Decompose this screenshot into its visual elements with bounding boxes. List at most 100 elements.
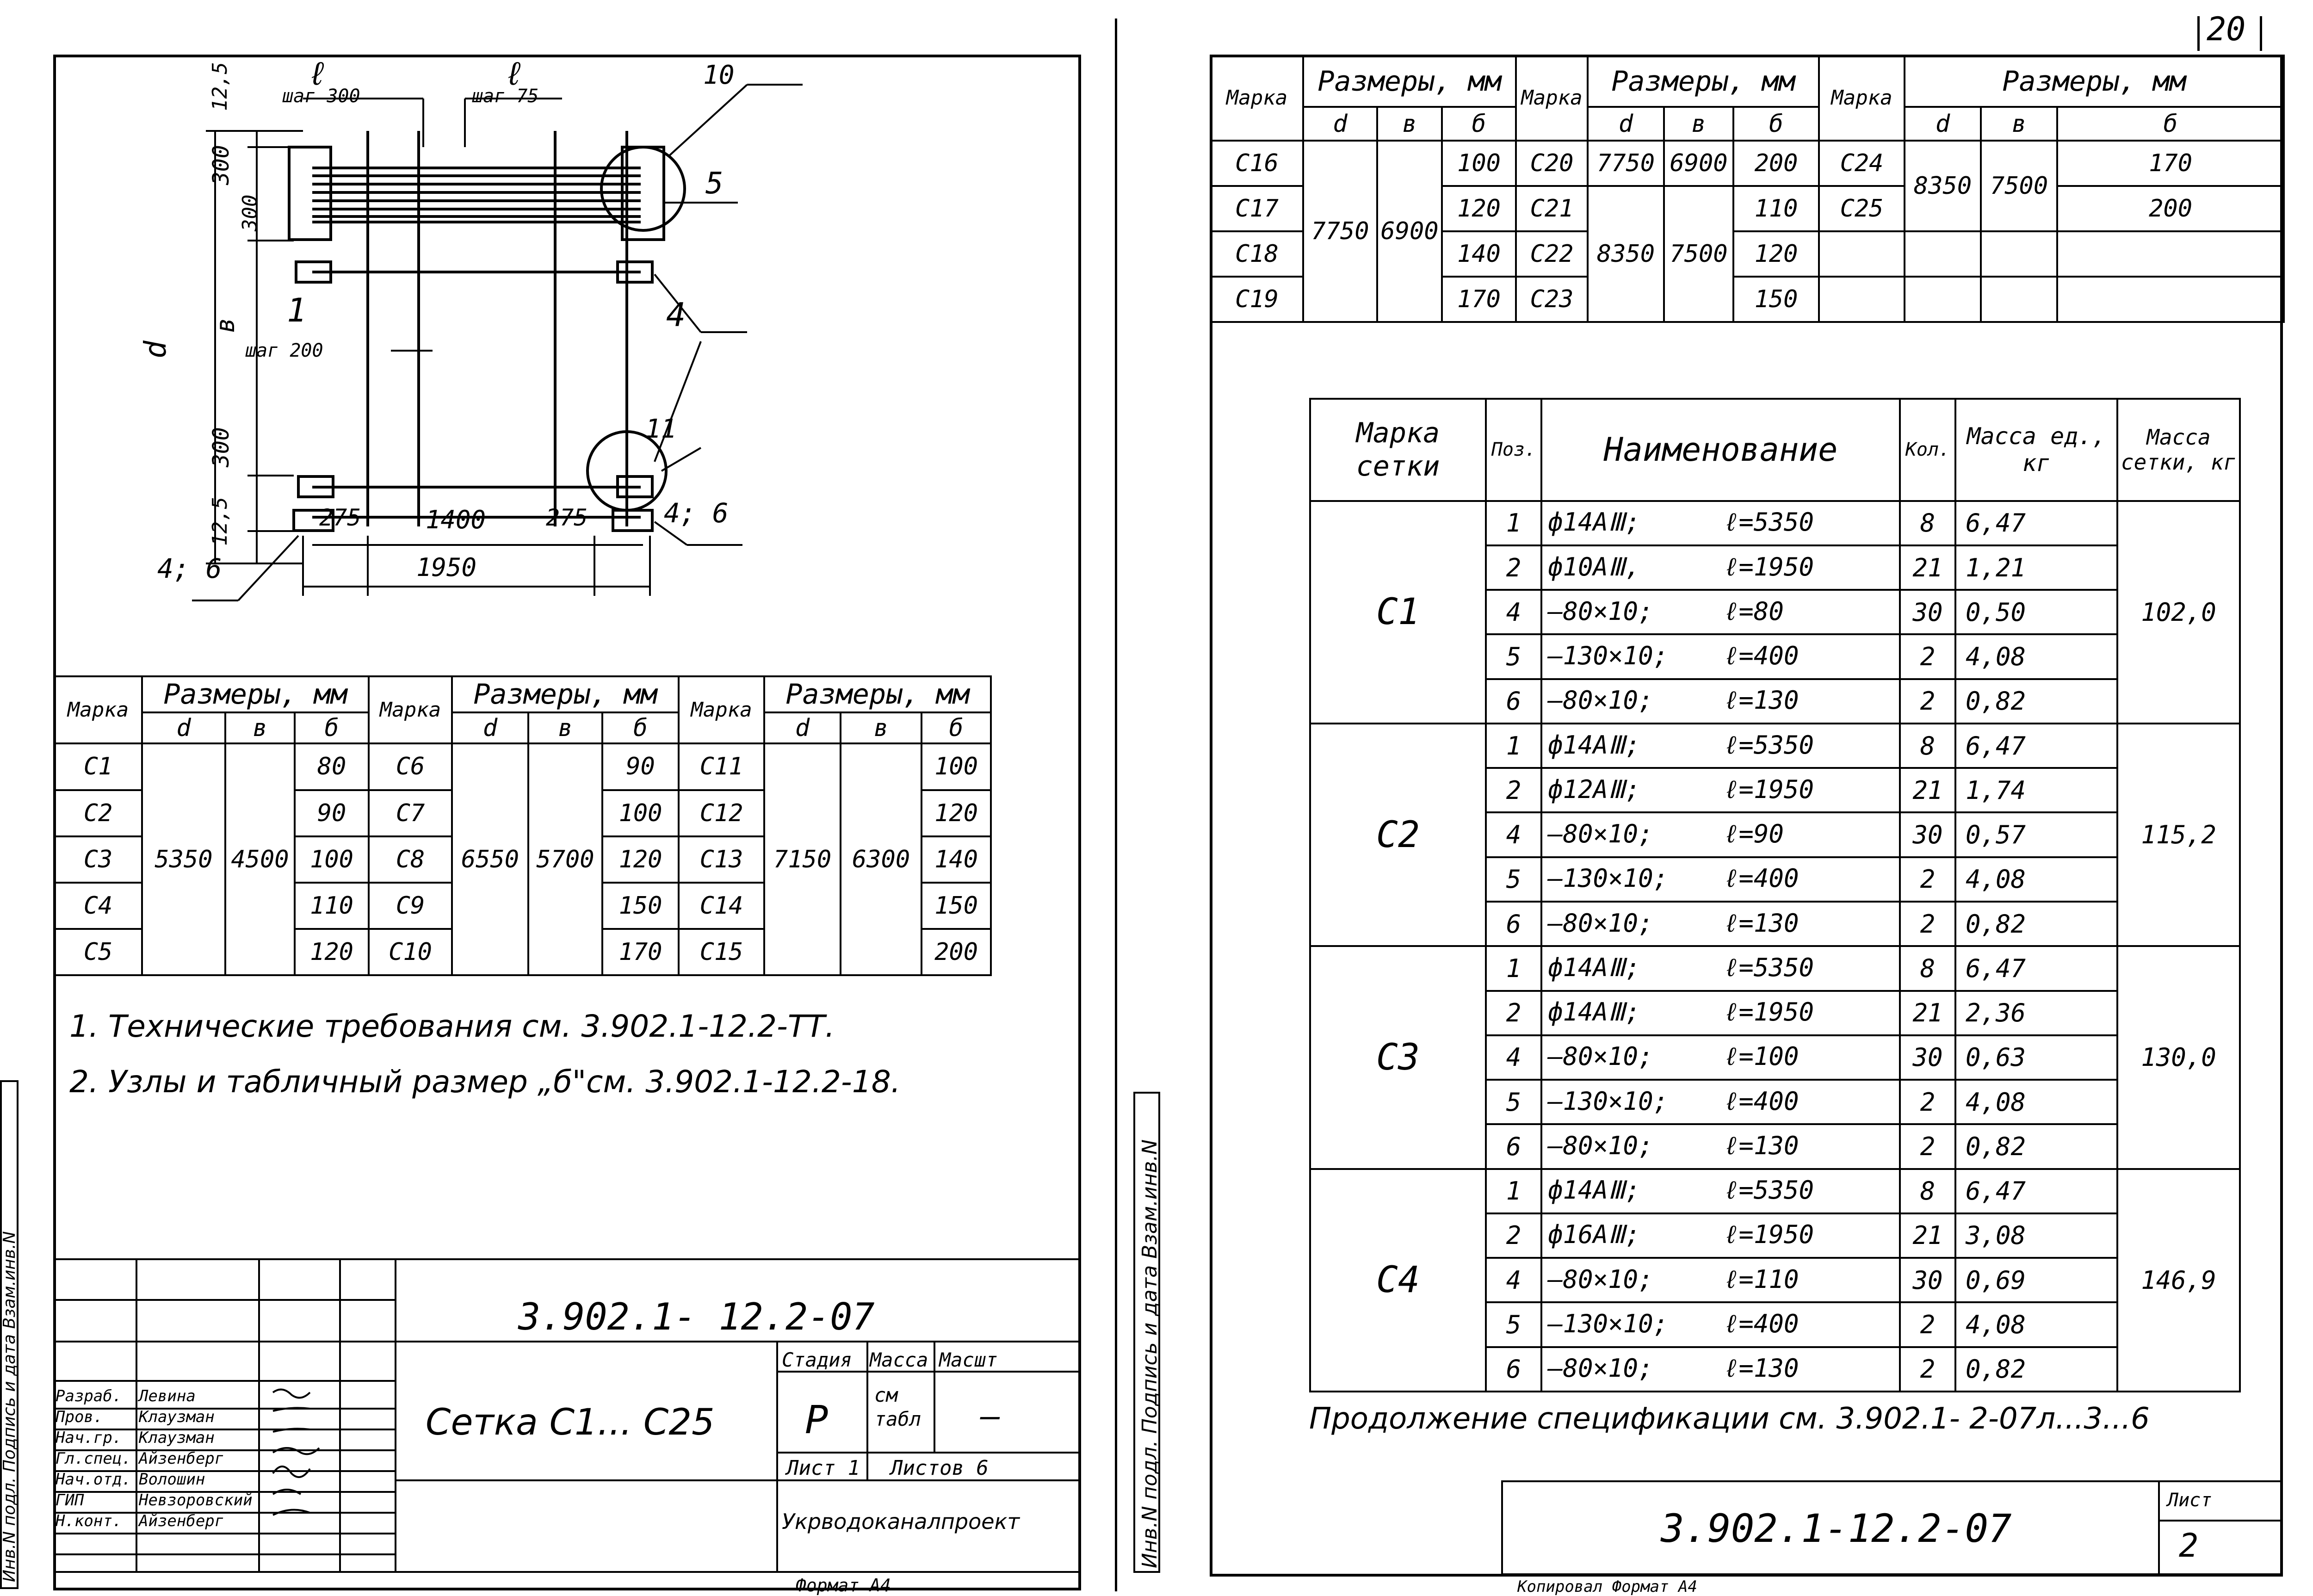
spec-kol: 30 xyxy=(1899,589,1956,636)
spec-item: —80×10; xyxy=(1548,819,1653,849)
spec-kol: 21 xyxy=(1899,1212,1956,1259)
spec-kol: 21 xyxy=(1899,544,1956,591)
spec-massa: 4,08 xyxy=(1954,1079,2118,1126)
spec-item: —80×10; xyxy=(1548,1042,1653,1071)
lt-h-v-3: в xyxy=(840,711,923,745)
spec-poz: 6 xyxy=(1485,1346,1542,1393)
note-2: 2. Узлы и табличный размер „б"см. 3.902.… xyxy=(69,1064,901,1100)
spec-massa: 0,82 xyxy=(1954,1123,2118,1170)
stamp-h-masht: Масшт xyxy=(939,1349,998,1371)
tt-mark: С16 xyxy=(1210,139,1304,187)
lt-b: 100 xyxy=(601,789,680,837)
spec-poz: 2 xyxy=(1485,544,1542,591)
label-d: d xyxy=(139,340,173,359)
lt-mark: С9 xyxy=(368,881,453,930)
spec-name: ф14АⅢ;ℓ=5350 xyxy=(1540,500,1901,546)
person-name: Айзенберг xyxy=(139,1512,224,1530)
spec-kol: 2 xyxy=(1899,1301,1956,1348)
lt-mark: С12 xyxy=(678,789,766,837)
tt-empty xyxy=(1980,230,2059,278)
tt-v-3: 7500 xyxy=(1980,139,2059,232)
spec-massa: 0,50 xyxy=(1954,589,2118,636)
tt-h-b-1: б xyxy=(1441,106,1517,142)
spec-massa: 2,36 xyxy=(1954,990,2118,1036)
lt-b: 80 xyxy=(293,742,370,791)
lt-mark: С4 xyxy=(53,881,143,930)
spec-massa: 3,08 xyxy=(1954,1212,2118,1259)
page-number-mark xyxy=(2197,16,2200,51)
left-side-text: Инв.N подл. Подпись и дата Взам.инв.N xyxy=(0,1231,19,1582)
spec-item: ф16АⅢ; xyxy=(1548,1220,1640,1250)
tt-mark: С25 xyxy=(1818,185,1906,232)
tt-b: 100 xyxy=(1441,139,1517,187)
spec-poz: 2 xyxy=(1485,767,1542,814)
spec-massa: 6,47 xyxy=(1954,500,2118,546)
spec-kol: 21 xyxy=(1899,767,1956,814)
label-125-bot: 12,5 xyxy=(208,497,232,546)
spec-length: ℓ=1950 xyxy=(1724,774,1814,804)
lt-b: 150 xyxy=(601,881,680,930)
top-sizes-table: Марка Размеры, мм Марка Размеры, мм Марк… xyxy=(1210,54,2285,323)
tt-empty xyxy=(1904,275,1982,323)
spec-poz: 6 xyxy=(1485,1123,1542,1170)
spec-item: —130×10; xyxy=(1548,1086,1669,1116)
spec-kol: 30 xyxy=(1899,1034,1956,1081)
spec-item: ф14АⅢ; xyxy=(1548,953,1640,982)
tt-h-marka-2: Марка xyxy=(1515,55,1589,142)
spec-h-marka: Марка сетки xyxy=(1309,398,1487,502)
lt-b: 120 xyxy=(601,835,680,884)
lt-h-v-1: в xyxy=(224,711,296,745)
person-role: Разраб. xyxy=(56,1387,122,1405)
spec-length: ℓ=130 xyxy=(1724,686,1799,715)
spec-poz: 4 xyxy=(1485,589,1542,636)
right-title-hline xyxy=(2158,1520,2283,1522)
sheet-separator xyxy=(1115,19,1117,1591)
spec-total-c2: 115,2 xyxy=(2116,722,2241,947)
lt-h-d-3: d xyxy=(763,711,842,745)
right-title-divider xyxy=(2158,1480,2160,1575)
spec-item: ф12АⅢ; xyxy=(1548,774,1640,804)
person-name: Клаузман xyxy=(139,1408,215,1426)
lt-b: 90 xyxy=(293,789,370,837)
spec-massa: 6,47 xyxy=(1954,945,2118,992)
tt-d-1: 7750 xyxy=(1302,139,1378,323)
spec-massa: 0,82 xyxy=(1954,678,2118,724)
spec-poz: 6 xyxy=(1485,900,1542,947)
lt-v-3: 6300 xyxy=(840,742,923,976)
left-title-block xyxy=(53,1258,1081,1573)
lt-mark: С15 xyxy=(678,928,766,977)
spec-item: —130×10; xyxy=(1548,641,1669,671)
label-sh300: шаг 300 xyxy=(282,86,360,107)
spec-h-name: Наименование xyxy=(1540,398,1901,502)
spec-name: ф14АⅢ; ℓ=1950 xyxy=(1540,990,1901,1036)
lt-b: 200 xyxy=(921,928,992,977)
spec-length: ℓ=400 xyxy=(1724,1309,1799,1339)
label-l2: ℓ xyxy=(504,55,524,93)
spec-kol: 2 xyxy=(1899,1123,1956,1170)
tt-empty xyxy=(1818,275,1906,323)
right-doc-code: 3.902.1-12.2-07 xyxy=(1661,1506,2012,1551)
spec-item: ф14АⅢ; xyxy=(1548,507,1640,537)
spec-item: ф14АⅢ; xyxy=(1548,997,1640,1027)
label-sh200: шаг 200 xyxy=(245,340,323,361)
spec-name: ф12АⅢ; ℓ=1950 xyxy=(1540,767,1901,814)
spec-length: ℓ=1950 xyxy=(1724,997,1814,1027)
spec-h-massa-ed: Масса ед., кг xyxy=(1954,398,2118,502)
spec-mark-c2: С2 xyxy=(1309,722,1487,947)
spec-item: —130×10; xyxy=(1548,1309,1669,1339)
label-300-c: 300 xyxy=(208,427,234,467)
label-l1: ℓ xyxy=(308,55,328,93)
tt-mark: С18 xyxy=(1210,230,1304,278)
person-role: Гл.спец. xyxy=(56,1449,131,1468)
lt-v-2: 5700 xyxy=(527,742,604,976)
spec-item: ф14АⅢ; xyxy=(1548,730,1640,760)
tt-h-razm-2: Размеры, мм xyxy=(1587,54,1820,108)
spec-poz: 4 xyxy=(1485,811,1542,858)
lt-h-marka-3: Марка xyxy=(678,675,766,745)
label-sh75: шаг 75 xyxy=(472,86,539,107)
label-1950: 1950 xyxy=(416,553,477,582)
spec-kol: 2 xyxy=(1899,900,1956,947)
spec-massa: 0,82 xyxy=(1954,900,2118,947)
spec-h-massa-setki: Масса сетки, кг xyxy=(2116,398,2241,502)
lt-mark: С8 xyxy=(368,835,453,884)
